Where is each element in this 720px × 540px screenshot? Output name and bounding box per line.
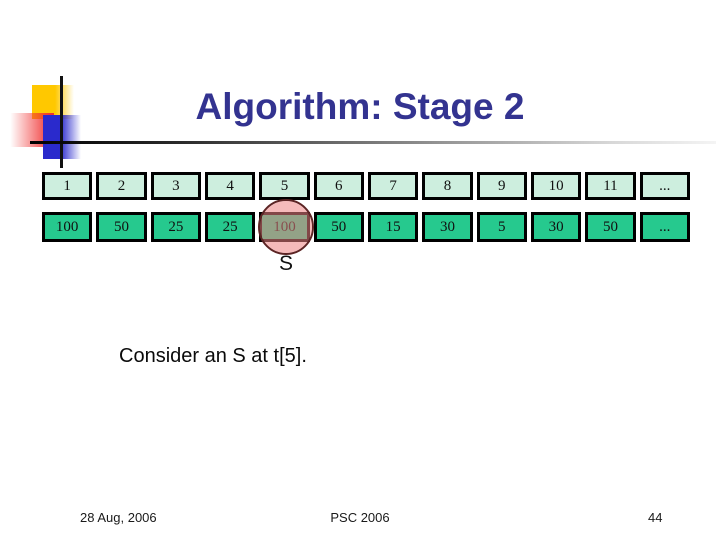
footer-conference: PSC 2006 [330, 510, 390, 525]
index-cell: 11 [585, 172, 636, 200]
slide-title: Algorithm: Stage 2 [195, 86, 525, 127]
value-cell: 25 [150, 212, 201, 242]
index-cell: 10 [530, 172, 582, 200]
title-underline-rule [30, 141, 716, 144]
highlight-ellipse-fill [260, 201, 312, 253]
value-cell: 15 [367, 212, 419, 242]
value-cell: 50 [313, 212, 364, 242]
index-cell: 3 [150, 172, 201, 200]
value-cell: 30 [530, 212, 582, 242]
footer-date: 28 Aug, 2006 [80, 510, 157, 525]
value-cell: 5 [476, 212, 527, 242]
value-cell: 30 [422, 212, 473, 242]
value-cell: 25 [204, 212, 256, 242]
index-cell: 9 [476, 172, 527, 200]
value-row: 100 50 25 25 100 50 15 30 5 30 50 ... [42, 212, 690, 242]
caption-text: Consider an S at t[5]. [119, 345, 307, 367]
index-cell: 2 [96, 172, 147, 200]
index-cell: 6 [313, 172, 364, 200]
index-cell: ... [639, 172, 690, 200]
footer-page-number: 44 [648, 510, 663, 525]
value-cell: ... [639, 212, 690, 242]
s-annotation-label: S [278, 252, 293, 275]
index-cell: 5 [259, 172, 310, 200]
index-row: 1 2 3 4 5 6 7 8 9 10 11 ... [42, 172, 690, 200]
value-cell: 50 [96, 212, 147, 242]
index-cell: 4 [204, 172, 256, 200]
value-cell: 50 [585, 212, 636, 242]
value-cell: 100 [42, 212, 93, 242]
index-cell: 7 [367, 172, 419, 200]
index-cell: 8 [422, 172, 473, 200]
highlight-ellipse [258, 199, 314, 255]
index-cell: 1 [42, 172, 93, 200]
decoration-crosshair-line [60, 76, 63, 168]
